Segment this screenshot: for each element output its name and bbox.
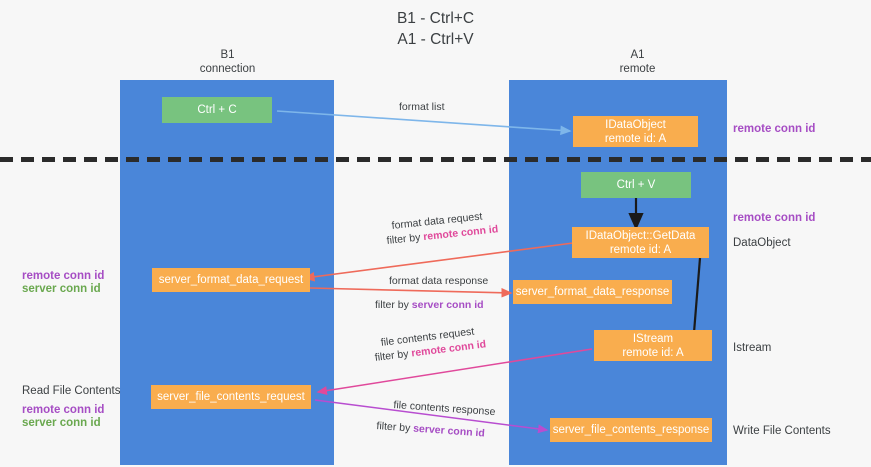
diagram-title: B1 - Ctrl+C A1 - Ctrl+V	[0, 8, 871, 50]
filter-prefix: filter by	[386, 231, 424, 247]
box-ctrl-c[interactable]: Ctrl + C	[162, 97, 272, 123]
box-server-format-data-response-label: server_format_data_response	[515, 286, 670, 298]
box-ctrl-v-label: Ctrl + V	[616, 179, 656, 191]
box-server-file-contents-request[interactable]: server_file_contents_request	[151, 385, 311, 409]
edge-label-file-contents-response-filter: filter by server conn id	[376, 419, 485, 441]
box-server-file-contents-request-label: server_file_contents_request	[157, 391, 305, 403]
box-idataobject[interactable]: IDataObject remote id: A	[573, 116, 698, 147]
box-server-file-contents-response-label: server_file_contents_response	[552, 424, 710, 436]
box-istream[interactable]: IStream remote id: A	[594, 330, 712, 361]
edge-label-format-data-response-filter: filter by server conn id	[375, 298, 484, 312]
title-line-2: A1 - Ctrl+V	[397, 31, 474, 48]
box-idataobject-line1: IDataObject	[605, 118, 666, 131]
filter-value-server-conn-id: server conn id	[412, 422, 486, 440]
title-line-1: B1 - Ctrl+C	[396, 10, 475, 27]
annotation-right-write-file-contents: Write File Contents	[733, 425, 831, 437]
box-ctrl-c-label: Ctrl + C	[197, 104, 237, 116]
edge-label-format-data-response: format data response	[389, 275, 489, 287]
box-server-format-data-request-label: server_format_data_request	[158, 274, 304, 286]
annotation-left-server-conn-id-mid: server conn id	[22, 283, 101, 295]
lane-header-b1-role: connection	[199, 63, 256, 75]
box-ctrl-v[interactable]: Ctrl + V	[581, 172, 691, 198]
box-getdata-line1: IDataObject::GetData	[585, 229, 696, 242]
filter-prefix: filter by	[376, 419, 414, 435]
box-idataobject-getdata[interactable]: IDataObject::GetData remote id: A	[572, 227, 709, 258]
box-idataobject-line2: remote id: A	[604, 132, 667, 145]
annotation-left-read-file-contents: Read File Contents	[22, 385, 121, 397]
box-getdata-line2: remote id: A	[609, 243, 672, 256]
box-istream-line2: remote id: A	[622, 346, 684, 359]
box-server-format-data-response[interactable]: server_format_data_response	[513, 280, 672, 304]
lane-header-b1: B1 connection	[150, 48, 305, 76]
lane-header-a1: A1 remote	[560, 48, 715, 76]
phase-divider	[0, 157, 871, 162]
box-istream-line1: IStream	[632, 332, 674, 345]
filter-prefix: filter by	[375, 299, 412, 311]
lane-header-a1-role: remote	[619, 63, 656, 75]
annotation-left-server-conn-id-bottom: server conn id	[22, 417, 101, 429]
edge-label-file-contents-response: file contents response	[393, 398, 496, 419]
connector-format-data-response	[309, 287, 513, 298]
lane-header-a1-name: A1	[630, 49, 645, 61]
annotation-right-istream: Istream	[733, 342, 772, 354]
annotation-right-dataobject: DataObject	[733, 237, 791, 249]
annotation-left-remote-conn-id-mid: remote conn id	[22, 270, 105, 282]
annotation-right-remote-conn-id-top: remote conn id	[733, 123, 816, 135]
annotation-right-remote-conn-id-mid: remote conn id	[733, 212, 816, 224]
annotation-left-remote-conn-id-bottom: remote conn id	[22, 404, 105, 416]
lane-header-b1-name: B1	[220, 49, 235, 61]
filter-prefix: filter by	[374, 347, 413, 364]
box-server-format-data-request[interactable]: server_format_data_request	[152, 268, 310, 292]
box-server-file-contents-response[interactable]: server_file_contents_response	[550, 418, 712, 442]
filter-value-server-conn-id: server conn id	[411, 299, 484, 311]
edge-label-format-list: format list	[399, 101, 445, 113]
